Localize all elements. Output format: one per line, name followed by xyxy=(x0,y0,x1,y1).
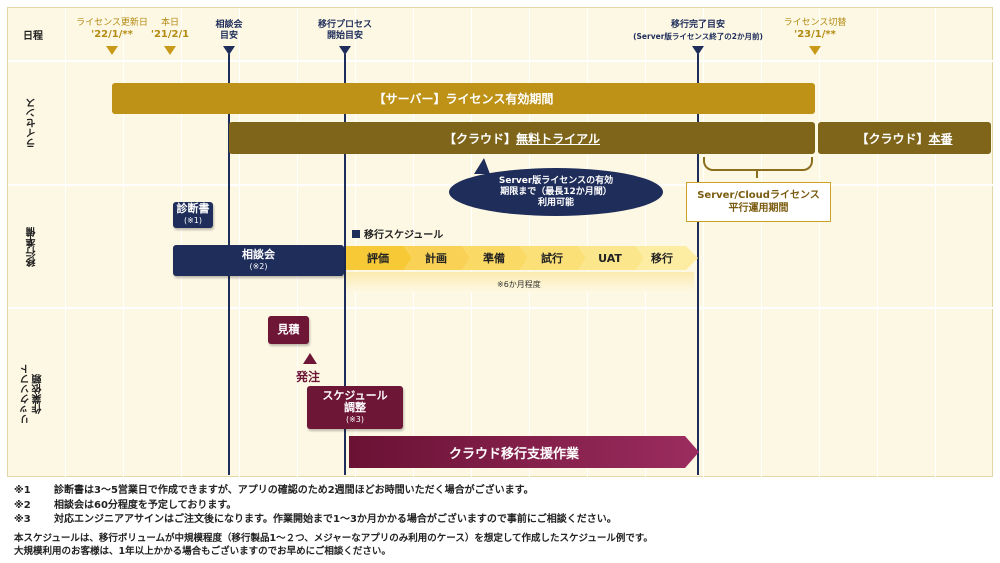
schedule-adjust-box: スケジュール調整(※3) xyxy=(307,386,403,429)
square-icon xyxy=(352,230,360,238)
parallel-operation-box: Server/Cloudライセンス平行運用期間 xyxy=(686,182,831,222)
cloud-support-arrow xyxy=(349,436,699,468)
server-validity-callout: Server版ライセンスの有効期限まで（最長12か月間）利用可能 xyxy=(449,168,663,216)
milestone-today-marker xyxy=(164,46,176,55)
schedule-step-prepare: 準備 xyxy=(483,252,505,265)
parallel-period-brace xyxy=(703,157,813,171)
cloud-production-link[interactable]: 本番 xyxy=(928,131,953,146)
cloud-production-bar: 【クラウド】本番 xyxy=(818,122,991,154)
cloud-support-label: クラウド移行支援作業 xyxy=(448,446,579,462)
schedule-step-trial: 試行 xyxy=(541,252,563,265)
note-large-scale: 大規模利用のお客様は、1年以上かかる場合もございますのでお早めにご相談ください。 xyxy=(14,545,391,557)
milestone-consultation: 相談会目安 xyxy=(215,20,243,41)
order-label: 発注 xyxy=(296,370,321,384)
consultation-box: 相談会(※2) xyxy=(173,245,344,276)
note-schedule-assumption: 本スケジュールは、移行ボリュームが中規模程度（移行製品1～２つ、メジャーなアプリ… xyxy=(14,532,653,544)
parallel-period-brace-tip xyxy=(756,170,758,178)
milestone-migration-start-line xyxy=(344,54,346,475)
timeline-frame: 日程 ライセンス 移行準備 リックソフト作業依頼 xyxy=(7,7,994,478)
server-license-bar: 【サーバー】ライセンス有効期間 xyxy=(112,83,815,114)
milestone-migration-complete-marker xyxy=(692,46,704,55)
milestone-license-renewal-marker xyxy=(106,46,118,55)
schedule-step-migrate: 移行 xyxy=(651,252,673,265)
callout-tail xyxy=(474,158,490,174)
row-header-rick-soft: リックソフト作業依頼 xyxy=(21,363,44,424)
estimate-box: 見積 xyxy=(268,316,309,344)
milestone-license-switch: ライセンス切替'23/1/** xyxy=(783,18,847,40)
milestone-license-switch-marker xyxy=(809,46,821,55)
schedule-duration-note: ※6か月程度 xyxy=(497,280,541,289)
schedule-step-uat: UAT xyxy=(598,251,622,265)
milestone-consultation-marker xyxy=(223,46,235,55)
milestone-migration-start: 移行プロセス開始目安 xyxy=(317,20,373,41)
milestone-migration-complete-line xyxy=(697,54,699,475)
cloud-trial-bar: 【クラウド】無料トライアル xyxy=(229,122,815,154)
row-header-schedule: 日程 xyxy=(23,30,43,42)
milestone-license-renewal: ライセンス更新日'22/1/** xyxy=(76,18,148,40)
milestone-migration-start-marker xyxy=(339,46,351,55)
migration-schedule-arrow xyxy=(346,246,698,292)
migration-schedule-title: 移行スケジュール xyxy=(352,226,443,241)
diagnosis-box: 診断書(※1) xyxy=(173,202,213,228)
cloud-trial-link[interactable]: 無料トライアル xyxy=(516,131,600,146)
order-triangle-icon xyxy=(303,353,317,364)
row-header-migration-prep: 移行準備 xyxy=(27,226,38,267)
milestone-migration-complete: 移行完了目安(Server版ライセンス終了の2か月前) xyxy=(633,20,763,41)
schedule-step-plan: 計画 xyxy=(425,252,447,265)
schedule-step-evaluate: 評価 xyxy=(367,252,389,265)
milestone-today: 本日'21/2/1 xyxy=(150,18,190,40)
timeline-grid xyxy=(65,8,994,478)
row-header-license: ライセンス xyxy=(27,98,38,148)
